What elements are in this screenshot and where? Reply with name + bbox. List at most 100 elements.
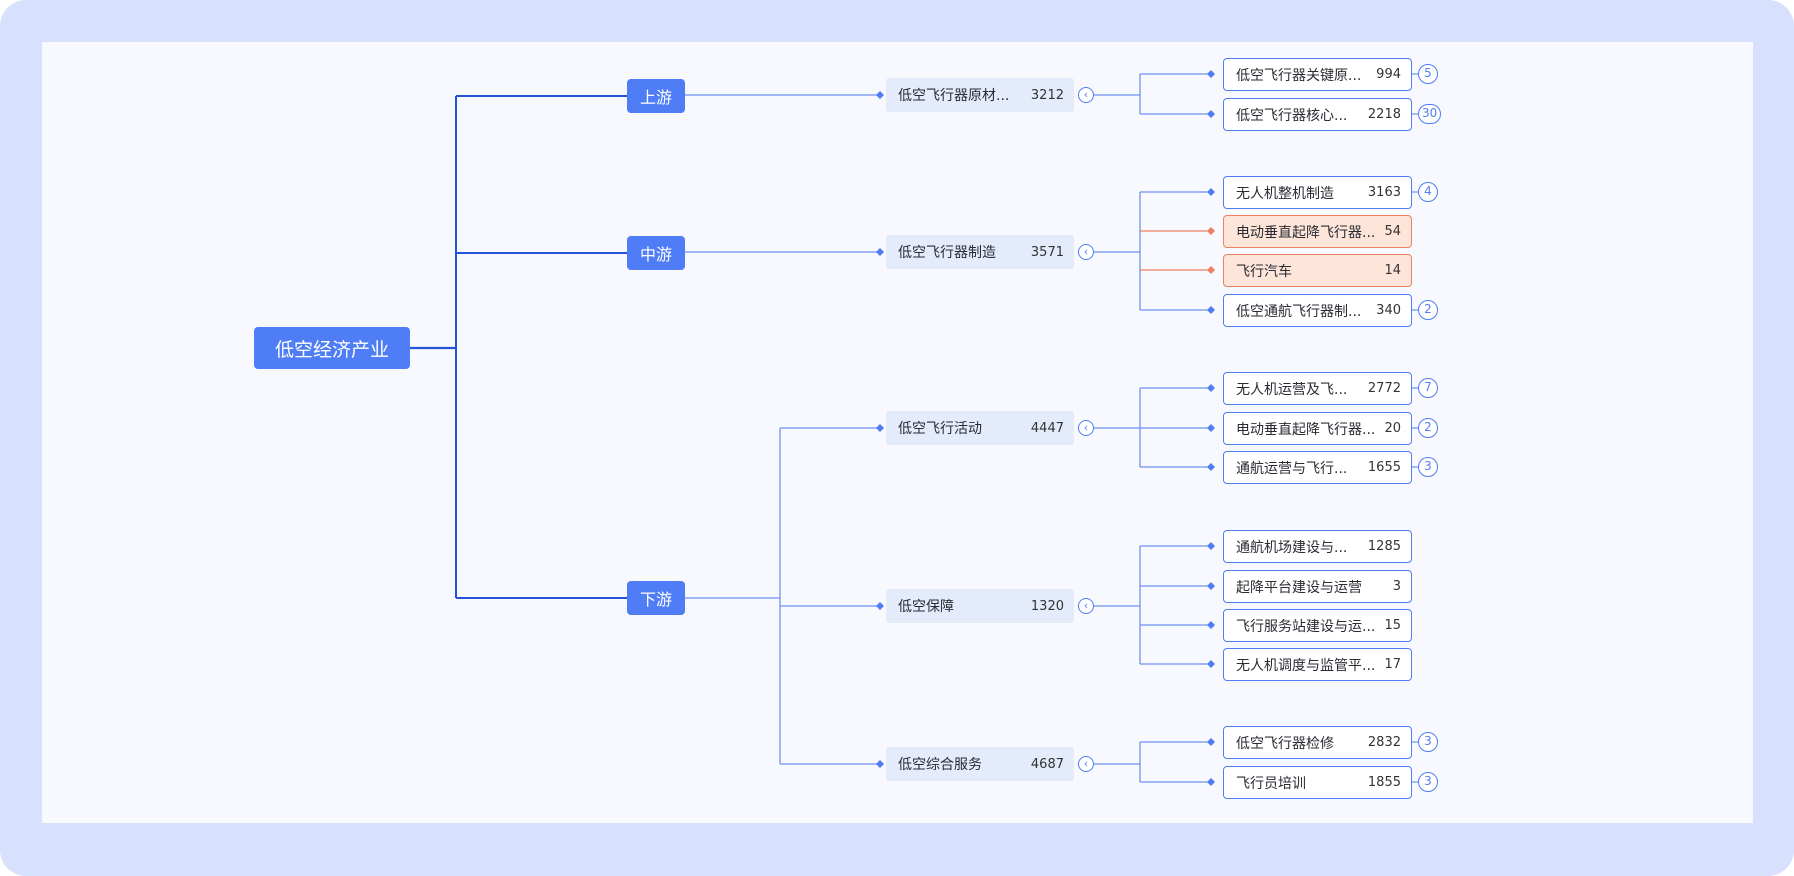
category-count: 3571: [1030, 244, 1064, 260]
category-label: 低空飞行器制造: [898, 245, 996, 261]
root-node[interactable]: 低空经济产业: [254, 327, 410, 369]
connector-diamond: [1207, 110, 1215, 118]
expand-count-badge[interactable]: 7: [1418, 378, 1438, 398]
category-node[interactable]: 低空飞行器制造 3571: [886, 235, 1074, 269]
leaf-node[interactable]: 无人机运营及飞... 2772: [1223, 372, 1412, 405]
leaf-count: 994: [1376, 67, 1401, 82]
expand-count-badge[interactable]: 3: [1418, 457, 1438, 477]
leaf-label: 通航运营与飞行...: [1236, 460, 1348, 477]
chevron-left-icon[interactable]: ‹: [1078, 598, 1094, 614]
leaf-label: 通航机场建设与...: [1236, 539, 1348, 556]
connector-diamond: [1207, 384, 1215, 392]
leaf-count: 20: [1384, 421, 1401, 436]
leaf-count: 3: [1392, 579, 1401, 594]
leaf-label: 飞行汽车: [1236, 263, 1292, 280]
leaf-count: 340: [1376, 303, 1401, 318]
leaf-label: 无人机运营及飞...: [1236, 381, 1348, 398]
leaf-count: 17: [1384, 657, 1401, 672]
leaf-node[interactable]: 起降平台建设与运营 3: [1223, 570, 1412, 603]
branch-node[interactable]: 中游: [627, 236, 685, 270]
connector-diamond: [1207, 621, 1215, 629]
leaf-count: 54: [1384, 224, 1401, 239]
branch-node[interactable]: 上游: [627, 79, 685, 113]
leaf-count: 2772: [1367, 381, 1401, 396]
leaf-count: 2832: [1367, 735, 1401, 750]
leaf-node[interactable]: 通航机场建设与... 1285: [1223, 530, 1412, 563]
category-count: 3212: [1030, 87, 1064, 103]
leaf-label: 无人机整机制造: [1236, 185, 1334, 202]
connector-diamond: [1207, 188, 1215, 196]
leaf-label: 低空飞行器核心...: [1236, 107, 1348, 124]
connector-diamond: [1207, 660, 1215, 668]
connector-diamond: [1207, 306, 1215, 314]
category-count: 4687: [1030, 756, 1064, 772]
leaf-count: 1655: [1367, 460, 1401, 475]
connector-diamond: [876, 248, 884, 256]
connector-diamond: [876, 760, 884, 768]
leaf-count: 3163: [1367, 185, 1401, 200]
leaf-node[interactable]: 电动垂直起降飞行器... 20: [1223, 412, 1412, 445]
category-label: 低空保障: [898, 599, 954, 615]
leaf-label: 低空飞行器关键原...: [1236, 67, 1362, 84]
leaf-node[interactable]: 飞行服务站建设与运... 15: [1223, 609, 1412, 642]
leaf-node[interactable]: 通航运营与飞行... 1655: [1223, 451, 1412, 484]
leaf-count: 14: [1384, 263, 1401, 278]
category-count: 1320: [1030, 598, 1064, 614]
leaf-count: 1285: [1367, 539, 1401, 554]
leaf-node[interactable]: 飞行汽车 14: [1223, 254, 1412, 287]
connector-diamond: [1207, 227, 1215, 235]
expand-count-badge[interactable]: 2: [1418, 418, 1438, 438]
leaf-label: 起降平台建设与运营: [1236, 579, 1362, 596]
category-node[interactable]: 低空飞行器原材... 3212: [886, 78, 1074, 112]
category-node[interactable]: 低空飞行活动 4447: [886, 411, 1074, 445]
connector-diamond: [876, 602, 884, 610]
connector-diamond: [1207, 424, 1215, 432]
leaf-label: 低空飞行器检修: [1236, 735, 1334, 752]
leaf-count: 1855: [1367, 775, 1401, 790]
branch-node[interactable]: 下游: [627, 581, 685, 615]
expand-count-badge[interactable]: 30: [1418, 104, 1442, 124]
leaf-node[interactable]: 低空飞行器关键原... 994: [1223, 58, 1412, 91]
expand-count-badge[interactable]: 3: [1418, 732, 1438, 752]
chevron-left-icon[interactable]: ‹: [1078, 244, 1094, 260]
connector-diamond: [876, 424, 884, 432]
leaf-label: 电动垂直起降飞行器...: [1236, 421, 1376, 438]
connector-diamond: [876, 91, 884, 99]
leaf-node[interactable]: 电动垂直起降飞行器...54: [1223, 215, 1412, 248]
root-label: 低空经济产业: [274, 338, 389, 361]
leaf-node[interactable]: 无人机整机制造 3163: [1223, 176, 1412, 209]
expand-count-badge[interactable]: 5: [1418, 64, 1438, 84]
connector-diamond: [1207, 738, 1215, 746]
connector-diamond: [1207, 542, 1215, 550]
leaf-node[interactable]: 低空飞行器核心... 2218: [1223, 98, 1412, 131]
expand-count-badge[interactable]: 3: [1418, 772, 1438, 792]
leaf-label: 飞行服务站建设与运...: [1236, 618, 1376, 635]
branch-label: 中游: [639, 245, 672, 264]
chevron-left-icon[interactable]: ‹: [1078, 756, 1094, 772]
category-node[interactable]: 低空保障 1320: [886, 589, 1074, 623]
branch-label: 上游: [639, 88, 672, 107]
expand-count-badge[interactable]: 4: [1418, 182, 1438, 202]
leaf-count: 2218: [1367, 107, 1401, 122]
leaf-label: 低空通航飞行器制...: [1236, 303, 1362, 320]
chevron-left-icon[interactable]: ‹: [1078, 420, 1094, 436]
expand-count-badge[interactable]: 2: [1418, 300, 1438, 320]
connector-diamond: [1207, 778, 1215, 786]
connector-diamond: [1207, 70, 1215, 78]
category-label: 低空飞行活动: [898, 421, 982, 437]
leaf-count: 15: [1384, 618, 1401, 633]
category-count: 4447: [1030, 420, 1064, 436]
connector-diamond: [1207, 582, 1215, 590]
connector-diamond: [1207, 463, 1215, 471]
leaf-node[interactable]: 低空飞行器检修 2832: [1223, 726, 1412, 759]
chevron-left-icon[interactable]: ‹: [1078, 87, 1094, 103]
branch-label: 下游: [639, 590, 672, 609]
leaf-node[interactable]: 无人机调度与监管平... 17: [1223, 648, 1412, 681]
category-label: 低空飞行器原材...: [898, 88, 1010, 104]
connector-diamond: [1207, 266, 1215, 274]
leaf-node[interactable]: 低空通航飞行器制... 340: [1223, 294, 1412, 327]
leaf-label: 无人机调度与监管平...: [1236, 657, 1376, 674]
